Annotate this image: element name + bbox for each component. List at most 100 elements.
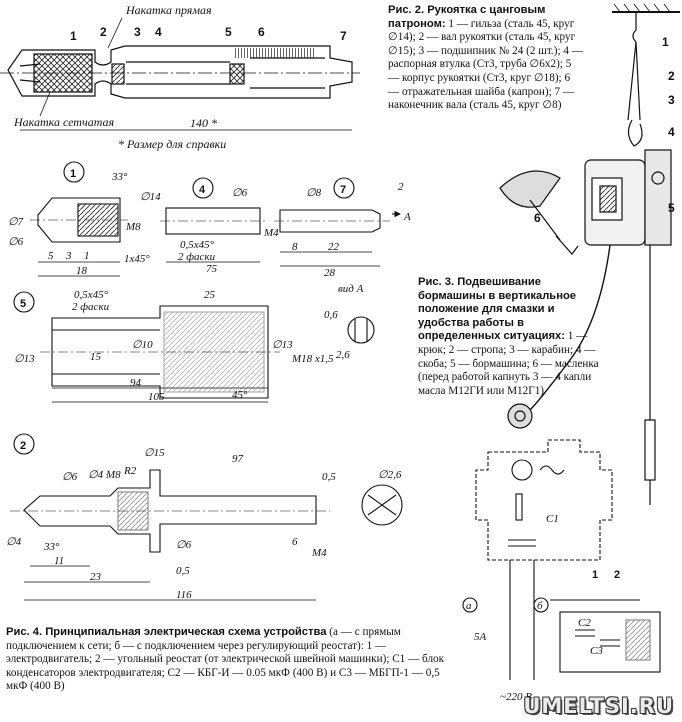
schematic-c3: С3 <box>590 645 603 657</box>
part-1-d6: ∅6 <box>8 236 24 248</box>
part-7-dim-8: 8 <box>292 241 298 253</box>
part-7-dim-22: 22 <box>328 241 340 253</box>
part-7-dim-28: 28 <box>324 267 336 279</box>
fig3-callout-2: 2 <box>668 69 675 83</box>
part-5-d15: 15 <box>90 351 102 363</box>
fig3-callout-4: 4 <box>668 125 675 139</box>
part-1-d7: ∅7 <box>8 216 24 228</box>
electrical-schematic <box>462 439 661 680</box>
part-5-thread: М18 х1,5 <box>291 353 334 365</box>
part-2-thread-r: М4 <box>311 547 327 559</box>
part-1-dim-18: 18 <box>76 265 88 277</box>
part-7-labels: 7 ∅8 М4 2 8 22 28 А <box>263 181 411 279</box>
fig3-callout-3: 3 <box>668 93 675 107</box>
part-1-chamfer: 1х45° <box>124 253 150 265</box>
fig3-callout-1: 1 <box>662 35 669 49</box>
part-5-d13-left: ∅13 <box>14 353 35 365</box>
part-5-labels: 5 0,5х45° 2 фаски 25 ∅13 15 ∅10 ∅13 М18 … <box>14 283 364 403</box>
part-1-dim-3: 3 <box>65 250 72 262</box>
part-1-angle: 33° <box>111 171 128 183</box>
part-4-length: 75 <box>206 263 218 275</box>
part-5-dim-25: 25 <box>204 289 216 301</box>
part-7-dia: ∅8 <box>306 187 322 199</box>
part-5-dim-105: 105 <box>148 391 165 403</box>
fig4-caption-title: Рис. 4. Принципиальная электрическая схе… <box>6 626 327 638</box>
part-2-len-97: 97 <box>232 453 244 465</box>
schematic-label-a: а <box>466 600 472 612</box>
schematic-supply: ~220 В <box>500 691 532 703</box>
part-1-d14: ∅14 <box>140 191 161 203</box>
part-5-dim-94: 94 <box>130 377 142 389</box>
part-label-5: 5 <box>225 25 232 39</box>
fig3-callout-5: 5 <box>668 201 675 215</box>
part-2-d15: ∅15 <box>144 447 165 459</box>
part-5-chamfer-note: 2 фаски <box>72 301 110 313</box>
schematic-current: 5А <box>474 631 487 643</box>
part-2-dim-11: 11 <box>54 555 64 567</box>
part-5-view-dim-26: 2,6 <box>336 349 350 361</box>
part-2-dim-05-top: 0,5 <box>322 471 336 483</box>
leader-line <box>39 91 51 117</box>
fig4-caption: Рис. 4. Принципиальная электрическая схе… <box>6 626 454 694</box>
part-5-view-title: вид А <box>338 283 364 295</box>
part-1-thread: М8 <box>125 221 141 233</box>
fig2-caption-body: 1 — гильза (сталь 45, круг ∅14); 2 — вал… <box>388 17 583 112</box>
fig4-caption-body: (а — с прямым подключением к сети; б — с… <box>6 626 445 693</box>
part-4-drawing <box>160 177 266 263</box>
part-1-dim-1: 1 <box>84 250 90 262</box>
part-1-dim-5: 5 <box>48 250 54 262</box>
part-7-view-mark: А <box>403 211 411 223</box>
part-2-radius: R2 <box>123 465 137 477</box>
part-2-angle: 33° <box>43 541 60 553</box>
part-5-chamfer: 0,5х45° <box>74 289 109 301</box>
callout-straight-knurl: Накатка прямая <box>125 3 212 17</box>
fig2-caption: Рис. 2. Рукоятка с цанговым патроном: 1 … <box>388 4 584 113</box>
site-watermark: UMELTSI.RU <box>523 694 674 718</box>
part-2-len-6: 6 <box>292 536 298 548</box>
schematic-c1: С1 <box>546 513 559 525</box>
schematic-callout-1: 1 <box>592 569 598 581</box>
part-label-7: 7 <box>340 29 347 43</box>
part-2-d26: ∅2,6 <box>378 469 402 481</box>
part-2-labels: 2 ∅4 ∅6 ∅4 М8 R2 ∅15 97 0,5 ∅2,6 33° ∅6 … <box>6 440 402 601</box>
part-label-1: 1 <box>70 29 77 43</box>
part-4-chamfer: 0,5х45° <box>180 239 215 251</box>
part-5-angle: 45° <box>232 389 248 401</box>
part-2-thread: М8 <box>105 469 121 481</box>
part-7-id: 7 <box>340 184 346 196</box>
part-7-drawing <box>274 177 402 267</box>
part-7-dim-2: 2 <box>398 181 404 193</box>
part-4-id: 4 <box>199 184 206 196</box>
part-4-labels: 4 ∅6 0,5х45° 2 фаски 75 <box>178 184 248 275</box>
footnote-reference-size: * Размер для справки <box>118 137 226 151</box>
part-2-d6: ∅6 <box>62 471 78 483</box>
part-1-drawing <box>30 161 128 277</box>
part-5-id: 5 <box>20 298 26 310</box>
part-5-d13-right: ∅13 <box>272 339 293 351</box>
part-5-drawing <box>13 291 375 403</box>
fig3-caption-title: Рис. 3. Подвешивание бормашины в вертика… <box>418 276 577 343</box>
part-7-thread: М4 <box>263 227 279 239</box>
part-2-dim-05-bottom: 0,5 <box>176 565 190 577</box>
part-2-d-tip: ∅4 <box>6 536 22 548</box>
schematic-labels: а б 5А ~220 В С1 С2 С3 1 2 <box>466 513 620 703</box>
part-4-dia: ∅6 <box>232 187 248 199</box>
part-2-dim-116: 116 <box>176 589 192 601</box>
part-5-view-dim-06: 0,6 <box>324 309 338 321</box>
part-1-id: 1 <box>70 168 76 180</box>
part-number-labels: 1 2 3 4 5 6 7 <box>70 25 347 43</box>
fig3-caption-body: 1 — крюк; 2 — стропа; 3 — карабин; 4 — с… <box>418 330 599 397</box>
part-2-dim-23: 23 <box>90 571 102 583</box>
part-2-id: 2 <box>20 440 26 452</box>
suspension-callouts: 1 2 3 4 5 6 <box>534 35 675 225</box>
suspension-illustration <box>499 3 680 505</box>
leader-line <box>107 17 123 49</box>
part-1-labels: 1 33° ∅14 ∅7 ∅6 М8 1х45° 5 3 1 18 <box>8 168 161 277</box>
part-2-d6-bottom: ∅6 <box>176 539 192 551</box>
schematic-callout-2: 2 <box>614 569 620 581</box>
handle-assembly-drawing <box>0 45 360 99</box>
part-label-4: 4 <box>155 25 162 39</box>
schematic-label-b: б <box>537 600 543 612</box>
part-label-3: 3 <box>134 25 141 39</box>
